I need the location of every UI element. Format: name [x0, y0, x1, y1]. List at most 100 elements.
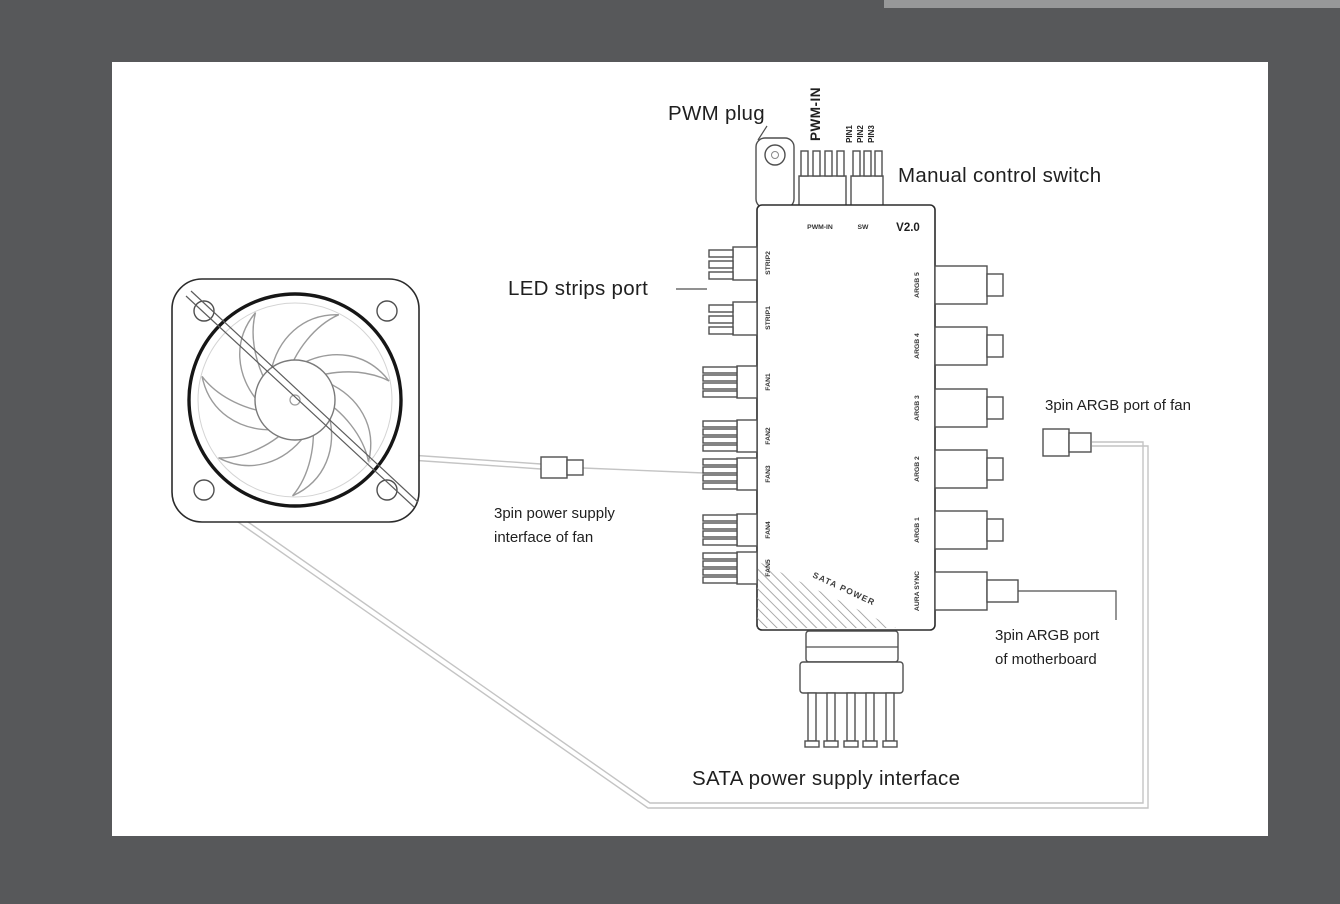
connector-base [798, 175, 847, 207]
connector-pin [800, 150, 809, 177]
connector-pin [702, 382, 738, 390]
port-label-fan3: FAN3 [765, 465, 772, 483]
label-sata-interface: SATA power supply interface [692, 767, 960, 790]
controller-pwm-in-label: PWM-IN [807, 224, 833, 231]
connector-pin [708, 249, 734, 258]
port-label-argb2: ARGB 2 [914, 456, 921, 482]
label-fan-power-line2: interface of fan [494, 529, 593, 546]
fan-header-2 [702, 419, 758, 453]
sata-connector [799, 630, 904, 748]
port-label-fan4: FAN4 [765, 521, 772, 539]
fan-header-4 [702, 513, 758, 547]
fan-strut [190, 290, 419, 503]
connector-pin [702, 458, 738, 466]
connector-base [732, 246, 758, 281]
connector-pin [702, 560, 738, 568]
connector-base [934, 326, 988, 366]
connector-pin [702, 474, 738, 482]
connector-base [732, 301, 758, 336]
fan-header-1 [702, 365, 758, 399]
connector-tab [986, 457, 1004, 481]
argb-port-1 [934, 510, 1004, 550]
argb-port-4 [934, 326, 1004, 366]
controller-sw-label: SW [858, 224, 870, 231]
port-label-fan1: FAN1 [765, 373, 772, 391]
connector-tab [986, 334, 1004, 358]
label-fan-power-line1: 3pin power supply [494, 505, 615, 522]
connector-pin [702, 538, 738, 546]
argb-fan-cable-line-a [197, 441, 1144, 804]
port-label-aura-sync: AURA SYNC [914, 571, 921, 611]
sata-pin-foot [823, 740, 839, 748]
fan-header-3 [702, 457, 758, 491]
port-label-argb4: ARGB 4 [914, 333, 921, 359]
sata-pin [885, 692, 895, 742]
aura-sync-port [934, 571, 1019, 611]
fan-strut [185, 295, 415, 508]
connector-base [736, 551, 758, 585]
fan-power-connector-tab [566, 459, 584, 476]
connector-pin [702, 576, 738, 584]
fan-hub [254, 359, 336, 441]
label-argb-mb-line1: 3pin ARGB port [995, 627, 1100, 644]
fan-mount-hole [193, 479, 215, 501]
connector-base [736, 419, 758, 453]
connector-pin [863, 150, 872, 177]
connector-pin [708, 260, 734, 269]
fan-mount-hole [193, 300, 215, 322]
controller-version-label: V2.0 [896, 222, 920, 234]
connector-tab [986, 518, 1004, 542]
controller-box: PWM-IN SW V2.0 STRIP2 STRIP1 FAN1 FAN2 F… [756, 204, 936, 631]
port-label-fan2: FAN2 [765, 427, 772, 445]
sata-pin [865, 692, 875, 742]
argb-port-5 [934, 265, 1004, 305]
sata-hatch-triangle [757, 561, 896, 628]
pwm-in-vertical-label: PWM-IN [808, 87, 823, 141]
connector-pin [812, 150, 821, 177]
pwm-plug-connector [798, 150, 847, 207]
sata-pin-foot [862, 740, 878, 748]
connector-pin [708, 304, 734, 313]
pwm-plug-screw-hole [764, 144, 786, 166]
connector-tab [1068, 432, 1092, 453]
fan-power-cable-line-a [409, 454, 542, 465]
sata-pin-foot [843, 740, 859, 748]
connector-pin [702, 522, 738, 530]
connector-base [934, 388, 988, 428]
fan [171, 278, 420, 523]
sata-pin [846, 692, 856, 742]
fan-mount-hole [376, 479, 398, 501]
pin2-label: PIN2 [856, 125, 865, 143]
argb-fan-connector [1042, 428, 1092, 457]
fan-ring-inner [197, 302, 393, 498]
connector-pin [702, 466, 738, 474]
fan-power-cable-line-c [582, 467, 705, 474]
port-label-strip1: STRIP1 [765, 306, 772, 330]
connector-pin [702, 568, 738, 576]
connector-pin [852, 150, 861, 177]
diagram-canvas: PWM-IN PIN1 PIN2 PIN3 PWM-IN SW V2.0 STR… [112, 62, 1268, 836]
connector-pin [702, 444, 738, 452]
connector-pin [702, 530, 738, 538]
connector-pin [702, 420, 738, 428]
connector-base [934, 265, 988, 305]
pin3-label: PIN3 [867, 125, 876, 143]
fan-mount-hole [376, 300, 398, 322]
port-label-argb3: ARGB 3 [914, 395, 921, 421]
port-label-fan5: FAN5 [765, 559, 772, 577]
fan-power-connector [540, 456, 584, 479]
connector-pin [874, 150, 883, 177]
connector-pin [702, 436, 738, 444]
label-argb-mb-line2: of motherboard [995, 651, 1097, 668]
photo-artifact-strip [884, 0, 1340, 8]
connector-pin [708, 326, 734, 335]
led-strip-connector-2 [708, 246, 758, 281]
connector-base [736, 513, 758, 547]
connector-pin [708, 271, 734, 280]
argb-fan-cable-line-b [194, 445, 1149, 809]
controller-body [756, 204, 936, 631]
connector-pin [702, 482, 738, 490]
port-label-strip2: STRIP2 [765, 251, 772, 275]
diagram-svg: PWM-IN PIN1 PIN2 PIN3 PWM-IN SW V2.0 STR… [171, 87, 1191, 809]
port-label-argb5: ARGB 5 [914, 272, 921, 298]
